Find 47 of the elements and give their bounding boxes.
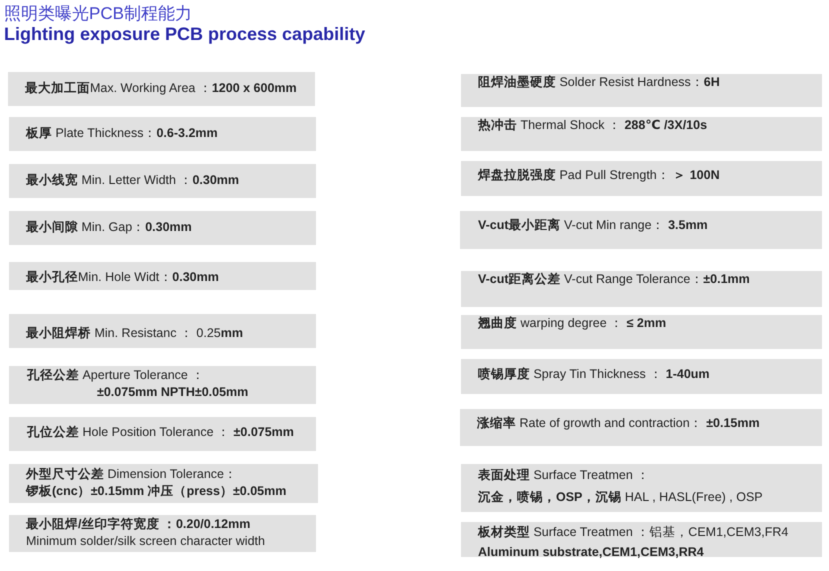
spec-text: 孔径公差 Aperture Tolerance ： xyxy=(27,367,204,384)
spec-text: 最小孔径Min. Hole Widt：0.30mm xyxy=(26,269,219,286)
spec-box xyxy=(461,271,822,307)
spec-box xyxy=(9,464,318,503)
spec-text: 翘曲度 warping degree ： ≤ 2mm xyxy=(478,315,666,332)
spec-text: ±0.075mm NPTH±0.05mm xyxy=(97,384,248,401)
spec-box xyxy=(461,117,822,151)
spec-box xyxy=(461,464,822,512)
spec-text: 最小阻焊桥 Min. Resistanc ： 0.25mm xyxy=(26,325,243,342)
spec-box xyxy=(461,74,822,107)
spec-text: 外型尺寸公差 Dimension Tolerance： xyxy=(26,466,237,483)
spec-text: Aluminum substrate,CEM1,CEM3,RR4 xyxy=(478,544,704,561)
spec-text: 孔位公差 Hole Position Tolerance ： ±0.075mm xyxy=(27,424,294,441)
spec-box xyxy=(9,211,316,245)
spec-text: Minimum solder/silk screen character width xyxy=(26,533,265,550)
subtitle: Lighting exposure PCB process capability xyxy=(4,24,366,45)
spec-text: V-cut最小距离 V-cut Min range： 3.5mm xyxy=(478,217,708,234)
spec-text: 板厚 Plate Thickness：0.6-3.2mm xyxy=(26,125,218,142)
spec-text: 板材类型 Surface Treatmen ：铝基，CEM1,CEM3,FR4 xyxy=(478,524,788,541)
spec-box xyxy=(461,522,822,557)
spec-text: 焊盘拉脱强度 Pad Pull Strength： ＞ 100N xyxy=(478,167,720,184)
spec-text: 沉金，喷锡，OSP，沉锡 HAL , HASL(Free) , OSP xyxy=(478,489,763,506)
spec-text: 最小间隙 Min. Gap：0.30mm xyxy=(26,219,192,236)
title: 照明类曝光PCB制程能力 xyxy=(4,3,192,25)
spec-text: V-cut距离公差 V-cut Range Tolerance：±0.1mm xyxy=(478,271,750,288)
spec-box xyxy=(9,366,316,404)
spec-text: 阻焊油墨硬度 Solder Resist Hardness：6H xyxy=(478,74,720,91)
spec-box xyxy=(461,359,822,394)
spec-text: 表面处理 Surface Treatmen ： xyxy=(478,467,650,484)
spec-box xyxy=(9,164,316,198)
spec-text: 喷锡厚度 Spray Tin Thickness ： 1-40um xyxy=(478,366,710,383)
spec-box xyxy=(9,417,316,451)
spec-box xyxy=(9,117,316,151)
spec-box xyxy=(461,161,822,196)
spec-box xyxy=(460,409,822,446)
spec-box xyxy=(461,315,822,349)
spec-text: 最小线宽 Min. Letter Width ：0.30mm xyxy=(26,172,239,189)
spec-text: 热冲击 Thermal Shock ： 288℃ /3X/10s xyxy=(478,117,708,134)
spec-text: 涨缩率 Rate of growth and contraction： ±0.15mm xyxy=(477,415,760,432)
spec-text: 最大加工面Max. Working Area ：1200 x 600mm xyxy=(25,80,297,97)
spec-box xyxy=(460,211,822,249)
spec-box xyxy=(9,262,316,290)
spec-text: 锣板(cnc）±0.15mm 冲压（press）±0.05mm xyxy=(26,483,286,500)
spec-box xyxy=(9,314,316,348)
spec-box xyxy=(8,72,315,106)
spec-text: 最小阻焊/丝印字符宽度 ：0.20/0.12mm xyxy=(26,516,250,533)
spec-box xyxy=(9,515,316,552)
